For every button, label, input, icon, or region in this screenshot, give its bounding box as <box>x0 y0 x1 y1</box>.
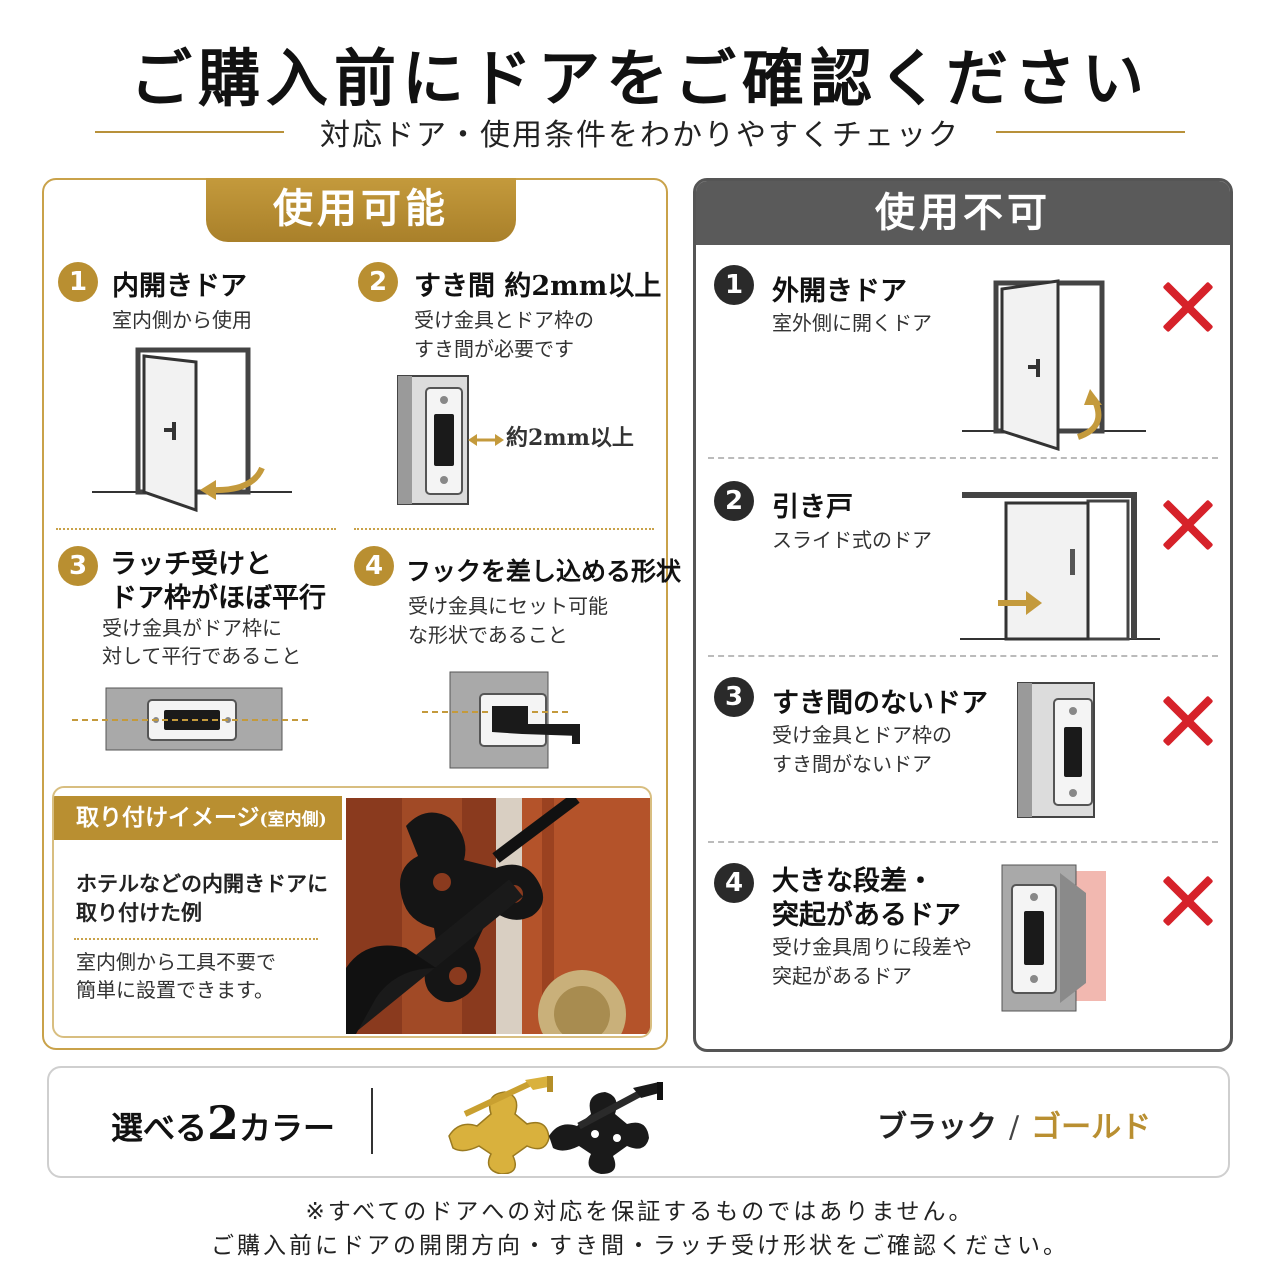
ng-item-2-desc: スライド式のドア <box>772 528 932 552</box>
ng-item-2-number: 2 <box>714 481 754 521</box>
hook-insert-illustration <box>422 671 580 769</box>
unusable-panel-header: 使用不可 <box>696 181 1230 245</box>
parallel-strike-illustration <box>72 687 312 751</box>
color-gold-label: ゴールド <box>1031 1110 1152 1145</box>
ok-item-4-desc-1: 受け金具にセット可能 <box>408 594 608 618</box>
ng-item-3-x-icon <box>1162 695 1214 747</box>
ng-divider-1 <box>708 457 1218 459</box>
ng-item-4-number: 4 <box>714 863 754 903</box>
inward-door-illustration <box>92 347 292 513</box>
sliding-door-illustration <box>960 492 1160 641</box>
ng-item-4-title-1: 大きな段差・ <box>772 866 934 897</box>
ok-item-4-title: フックを差し込める形状 <box>406 557 682 586</box>
ng-item-3-number: 3 <box>714 677 754 717</box>
subtitle: 対応ドア・使用条件をわかりやすくチェック <box>320 118 960 153</box>
subtitle-row: 対応ドア・使用条件をわかりやすくチェック <box>95 112 1185 153</box>
page-title: ご購入前にドアをご確認ください <box>129 42 1150 115</box>
color-label-suffix: カラー <box>239 1109 336 1147</box>
protrusion-strike-illustration <box>1001 864 1106 1012</box>
gap-arrow-icon <box>468 434 504 446</box>
ok-divider-2 <box>354 528 654 530</box>
ok-item-3-number: 3 <box>58 546 98 586</box>
ok-item-4-desc-2: な形状であること <box>408 623 568 647</box>
install-tag-small: (室内側) <box>259 810 327 830</box>
install-tag: 取り付けイメージ(室内側) <box>54 796 342 840</box>
ok-item-2-number: 2 <box>358 262 398 302</box>
unusable-panel: 使用不可 1 外開きドア 室外側に開くドア 2 引き戸 スライド式のドア 3 す… <box>693 178 1233 1052</box>
ng-item-4-x-icon <box>1162 875 1214 927</box>
subtitle-line-left <box>95 131 284 133</box>
ok-item-3-title-2: ドア枠がほぼ平行 <box>110 583 326 614</box>
ng-item-1-number: 1 <box>714 265 754 305</box>
install-image-box: 取り付けイメージ(室内側) ホテルなどの内開きドアに 取り付けた例 室内側から工… <box>52 786 652 1038</box>
install-text-1b: 取り付けた例 <box>76 901 202 925</box>
ok-item-3-desc-2: 対して平行であること <box>102 644 302 668</box>
note-line-2: ご購入前にドアの開閉方向・すき間・ラッチ受け形状をご確認ください。 <box>211 1233 1069 1259</box>
color-names: ブラック / ゴールド <box>877 1102 1151 1146</box>
ok-item-1-title: 内開きドア <box>112 271 247 302</box>
gap-strike-plate-illustration <box>397 375 469 505</box>
usable-panel-header: 使用可能 <box>206 178 516 242</box>
ok-item-3-title-1: ラッチ受けと <box>110 549 272 580</box>
install-text-2b: 簡単に設置できます。 <box>76 978 274 1002</box>
color-label-prefix: 選べる <box>111 1109 208 1147</box>
install-tag-text: 取り付けイメージ <box>76 804 260 831</box>
ng-divider-3 <box>708 841 1218 843</box>
gold-product-icon <box>448 1076 553 1174</box>
ok-item-2-desc-1: 受け金具とドア枠の <box>414 308 594 332</box>
ok-item-4-number: 4 <box>354 546 394 586</box>
ng-divider-2 <box>708 655 1218 657</box>
note-line-1: ※すべてのドアへの対応を保証するものではありません。 <box>305 1199 975 1225</box>
ng-item-2-title: 引き戸 <box>772 492 853 523</box>
ng-item-3-desc-2: すき間がないドア <box>772 752 932 776</box>
ng-item-4-desc-1: 受け金具周りに段差や <box>772 935 972 959</box>
color-options-label: 選べる2カラー <box>111 1096 335 1150</box>
color-options-bar: 選べる2カラー ブラック / ゴールド <box>47 1066 1230 1178</box>
ok-item-2-desc-2: すき間が必要です <box>414 337 574 361</box>
gap-label: 約2mm以上 <box>506 425 634 451</box>
ng-item-3-desc-1: 受け金具とドア枠の <box>772 723 952 747</box>
ng-item-1-title: 外開きドア <box>772 276 907 307</box>
ng-item-3-title: すき間のないドア <box>772 688 988 719</box>
ok-item-1-desc: 室内側から使用 <box>112 308 252 332</box>
ng-item-4-title-2: 突起があるドア <box>772 900 961 931</box>
subtitle-line-right <box>996 131 1185 133</box>
color-products-image <box>448 1076 663 1174</box>
install-text-1a: ホテルなどの内開きドアに <box>76 872 328 896</box>
install-photo <box>346 798 650 1034</box>
black-product-icon <box>549 1082 663 1174</box>
color-slash: / <box>1009 1110 1020 1145</box>
ok-item-2-title: すき間 約2mm以上 <box>414 271 662 302</box>
color-label-number: 2 <box>207 1096 240 1150</box>
install-text-2a: 室内側から工具不要で <box>76 950 276 974</box>
color-separator <box>371 1088 373 1154</box>
ok-item-3-desc-1: 受け金具がドア枠に <box>102 616 282 640</box>
ng-item-1-x-icon <box>1162 281 1214 333</box>
ng-item-4-desc-2: 突起があるドア <box>772 964 912 988</box>
install-divider <box>74 938 318 940</box>
ok-divider-1 <box>56 528 336 530</box>
ng-item-2-x-icon <box>1162 499 1214 551</box>
outward-door-illustration <box>962 279 1146 452</box>
ok-item-1-number: 1 <box>58 262 98 302</box>
no-gap-strike-illustration <box>1017 682 1095 818</box>
color-black-label: ブラック <box>877 1110 997 1145</box>
ng-item-1-desc: 室外側に開くドア <box>772 311 932 335</box>
